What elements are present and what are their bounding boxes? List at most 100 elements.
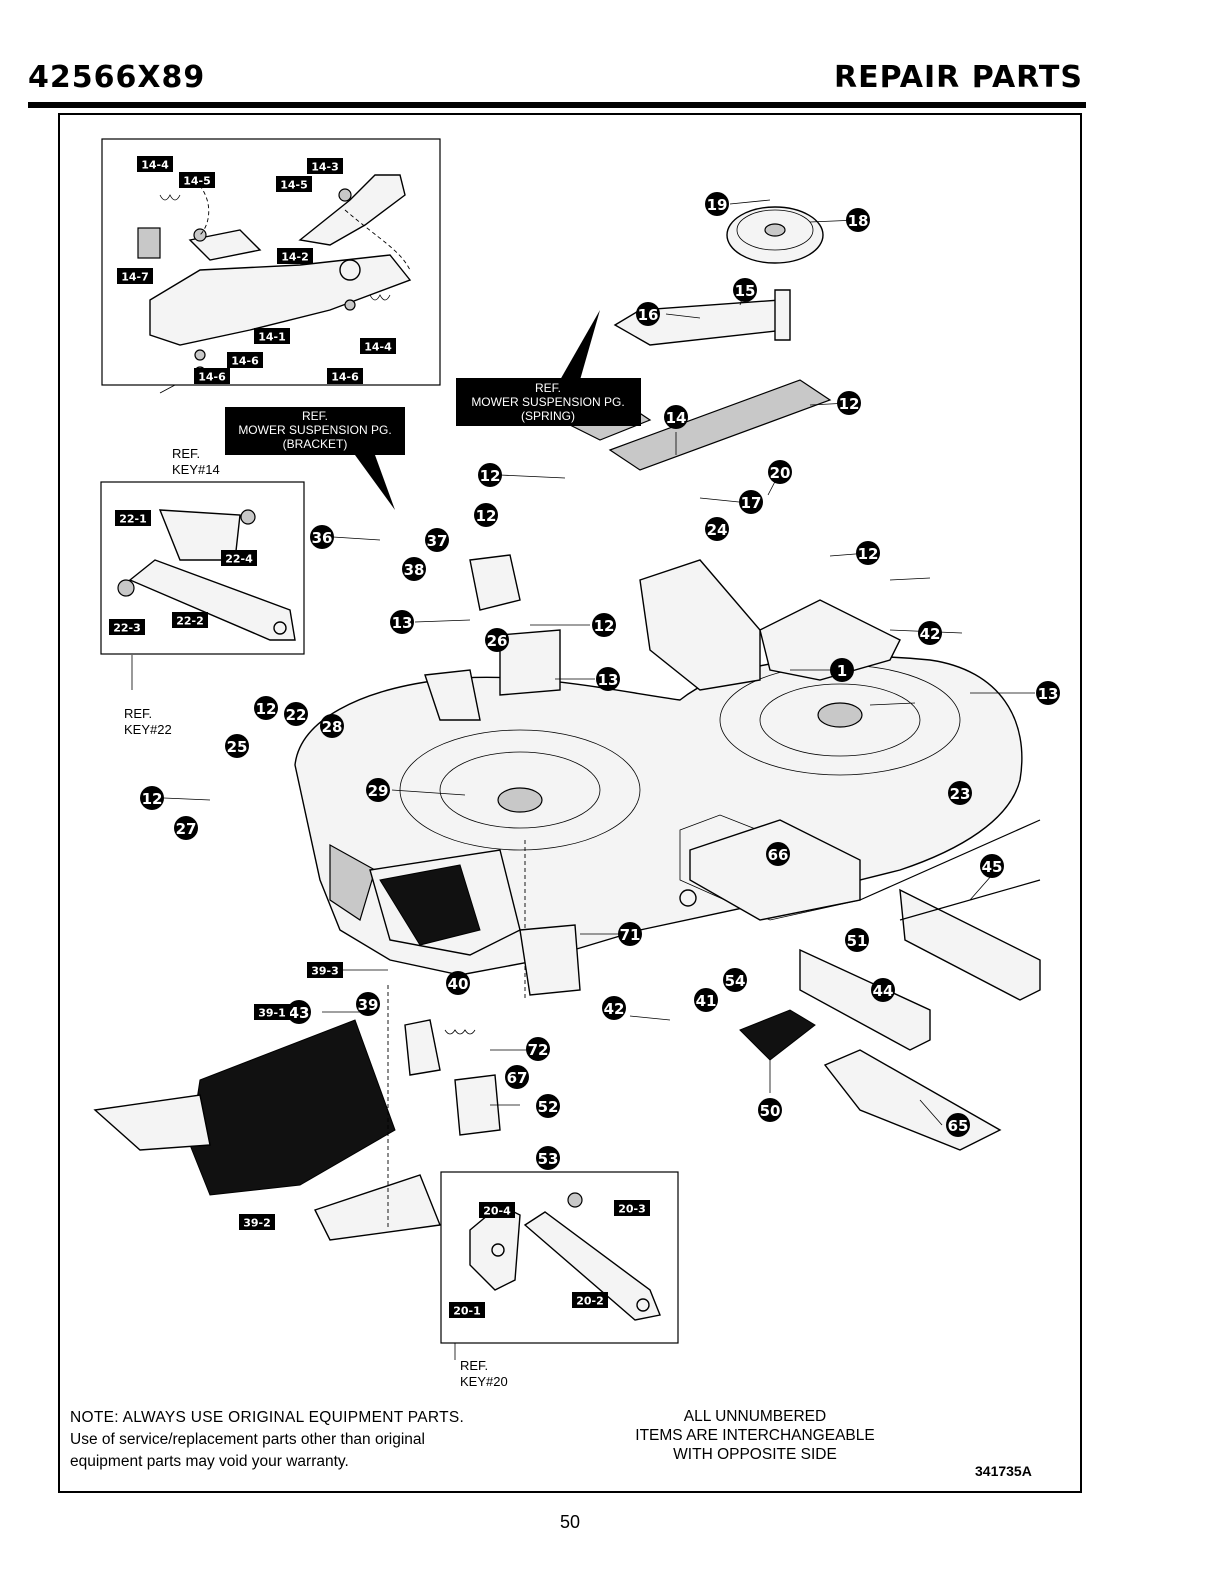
callout-box-14-1: 14-1 <box>254 328 290 344</box>
callout-box-14-6: 14-6 <box>227 352 263 368</box>
callout-circle-shape <box>536 1146 560 1170</box>
callout-number: 72 <box>528 1041 549 1059</box>
callout-65: 65 <box>946 1113 970 1137</box>
callout-number: 43 <box>289 1004 310 1022</box>
callout-circle-shape <box>287 1000 311 1024</box>
callout-12: 12 <box>837 391 861 415</box>
callout-box-shape <box>307 962 343 978</box>
callout-66: 66 <box>766 842 790 866</box>
callout-box-shape <box>194 368 230 384</box>
callout-box-14-6: 14-6 <box>327 368 363 384</box>
callout-number: 53 <box>538 1150 559 1168</box>
callout-22: 22 <box>284 702 308 726</box>
inset-key22 <box>100 481 305 655</box>
callout-box-shape <box>327 368 363 384</box>
callout-circle-shape <box>768 460 792 484</box>
lift-link-assembly-drawing <box>137 174 412 378</box>
callout-circle-shape <box>948 781 972 805</box>
callout-box-shape <box>221 550 257 566</box>
callout-circle-shape <box>254 696 278 720</box>
interchangeable-note: ALL UNNUMBERED ITEMS ARE INTERCHANGEABLE… <box>600 1407 910 1464</box>
callout-circle-shape <box>705 192 729 216</box>
callout-box-shape <box>239 1214 275 1230</box>
callout-box-shape <box>572 1292 608 1308</box>
callout-number: 71 <box>620 926 641 944</box>
ref-key14-number: KEY#14 <box>172 462 220 477</box>
callout-number: 14 <box>666 409 687 427</box>
callout-26: 26 <box>485 628 509 652</box>
callout-box-shape <box>307 158 343 174</box>
callout-43: 43 <box>287 1000 311 1024</box>
callout-number: 12 <box>594 617 615 635</box>
callout-box-shape <box>277 248 313 264</box>
callout-number: 29 <box>368 782 389 800</box>
callout-box-label: 14-1 <box>258 331 286 344</box>
lift-arm-20-drawing <box>469 1192 661 1321</box>
callout-number: 18 <box>848 212 869 230</box>
callout-box-14-4: 14-4 <box>360 338 396 354</box>
ref-key22-label: REF. <box>124 706 152 721</box>
callout-circle-shape <box>856 541 880 565</box>
callout-number: 65 <box>948 1117 969 1135</box>
callout-number: 37 <box>427 532 448 550</box>
callout-box-label: 14-7 <box>121 271 149 284</box>
callout-number: 66 <box>768 846 789 864</box>
callout-40: 40 <box>446 971 470 995</box>
ref-banner-spring: REF. MOWER SUSPENSION PG. (SPRING) <box>456 310 641 426</box>
callout-number: 51 <box>847 932 868 950</box>
callout-box-label: 20-2 <box>576 1295 604 1308</box>
callout-box-label: 20-4 <box>483 1205 511 1218</box>
callout-23: 23 <box>948 781 972 805</box>
interchangeable-line1: ALL UNNUMBERED <box>683 1408 827 1425</box>
ref-spring-line1: REF. <box>535 381 561 395</box>
callout-box-14-6: 14-6 <box>194 368 230 384</box>
callout-1: 1 <box>830 658 854 682</box>
callout-number: 1 <box>837 662 847 680</box>
callout-29: 29 <box>366 778 390 802</box>
callout-box-label: 22-4 <box>225 553 253 566</box>
note-title: NOTE: ALWAYS USE ORIGINAL EQUIPMENT PART… <box>70 1409 465 1426</box>
callout-circle-shape <box>1036 681 1060 705</box>
lift-arm-22-drawing <box>117 509 296 641</box>
callout-circle-shape <box>505 1065 529 1089</box>
callout-number: 12 <box>142 790 163 808</box>
callout-box-22-2: 22-2 <box>172 612 208 628</box>
callout-circle-shape <box>980 854 1004 878</box>
callout-41: 41 <box>694 988 718 1012</box>
callout-box-20-3: 20-3 <box>614 1200 650 1216</box>
callout-number: 23 <box>950 785 971 803</box>
part-code: 341735A <box>975 1463 1032 1479</box>
callout-circle-shape <box>284 702 308 726</box>
callout-box-shape <box>137 156 173 172</box>
callout-circle-shape <box>871 978 895 1002</box>
ref-spring-line3: (SPRING) <box>521 409 575 423</box>
callout-12: 12 <box>592 613 616 637</box>
callout-box-label: 14-4 <box>141 159 169 172</box>
callout-number: 36 <box>312 529 333 547</box>
callout-37: 37 <box>425 528 449 552</box>
callout-number: 39 <box>358 996 379 1014</box>
callout-box-39-1: 39-1 <box>254 1004 290 1020</box>
model-number: 42566X89 <box>28 60 206 95</box>
callout-circle-shape <box>723 968 747 992</box>
callout-box-14-2: 14-2 <box>277 248 313 264</box>
callout-circle-shape <box>830 658 854 682</box>
callout-circle-shape <box>845 928 869 952</box>
callout-number: 17 <box>741 494 762 512</box>
callout-circle-shape <box>946 1113 970 1137</box>
leader-lines <box>131 199 1035 1360</box>
callout-box-22-4: 22-4 <box>221 550 257 566</box>
callout-20: 20 <box>768 460 792 484</box>
callout-box-20-4: 20-4 <box>479 1202 515 1218</box>
callout-circle-shape <box>596 667 620 691</box>
callout-12: 12 <box>856 541 880 565</box>
ref-key22-number: KEY#22 <box>124 722 172 737</box>
callout-number: 24 <box>707 521 728 539</box>
callout-number: 45 <box>982 858 1003 876</box>
callout-circle-shape <box>526 1037 550 1061</box>
callout-box-label: 14-3 <box>311 161 339 174</box>
callout-box-shape <box>360 338 396 354</box>
callout-36: 36 <box>310 525 334 549</box>
callout-circle-shape <box>733 278 757 302</box>
callout-42: 42 <box>602 996 626 1020</box>
